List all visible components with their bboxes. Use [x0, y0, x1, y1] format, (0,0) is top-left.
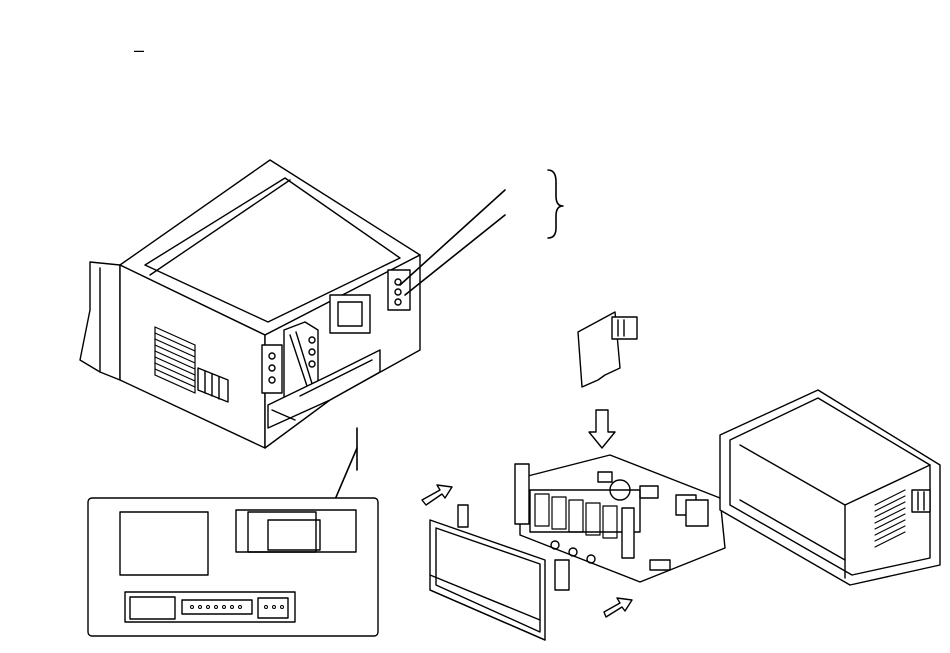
main-circuit-board: [515, 455, 725, 582]
rear-terminal-panel: [88, 498, 378, 636]
down-arrow: [589, 410, 615, 448]
option-card: [578, 312, 637, 387]
curly-brace: [548, 170, 563, 238]
meter-housing: [80, 160, 420, 448]
empty-case: [720, 390, 940, 585]
